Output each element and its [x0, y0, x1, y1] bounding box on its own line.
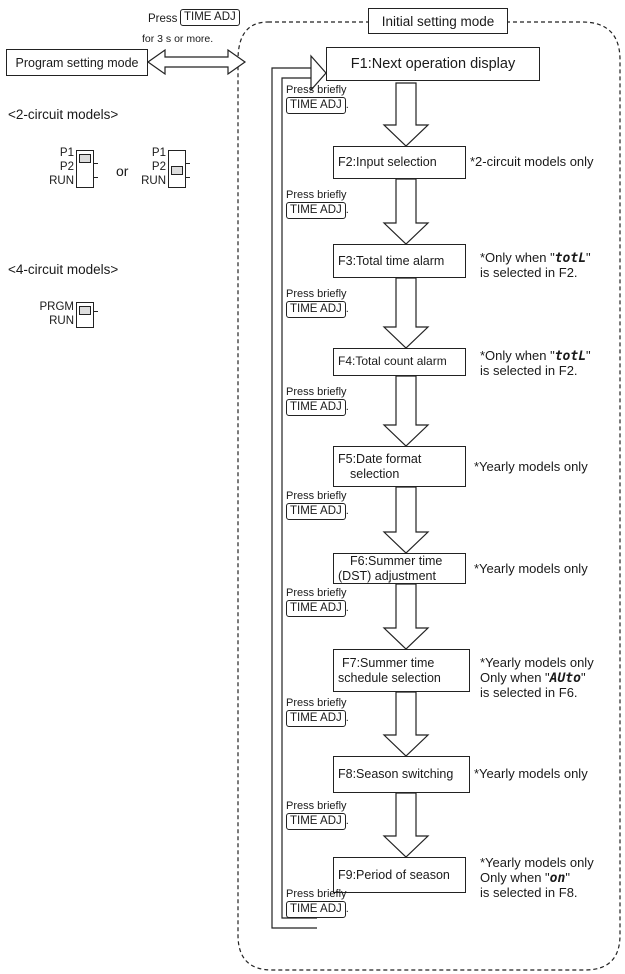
step-f5: F5:Date format selection — [333, 446, 466, 487]
note-f6: *Yearly models only — [474, 561, 588, 576]
step-f6: F6:Summer time (DST) adjustment — [333, 553, 466, 584]
four-circuit-title: <4-circuit models> — [8, 262, 119, 277]
lcd-text: on — [549, 871, 566, 886]
press-briefly-1: Press briefly TIME ADJ. — [286, 84, 349, 115]
or-label: or — [116, 163, 129, 179]
step-f8: F8:Season switching — [333, 756, 470, 793]
step-f7: F7:Summer time schedule selection — [333, 649, 470, 692]
lcd-text: AUto — [549, 671, 581, 686]
double-arrow — [146, 48, 247, 76]
program-setting-mode-box: Program setting mode — [6, 49, 148, 76]
lcd-text: totL — [554, 251, 587, 266]
step-f1: F1:Next operation display — [326, 47, 540, 81]
note-f7-line2: Only when "AUto" — [480, 670, 586, 686]
press-briefly-5: Press briefly TIME ADJ. — [286, 490, 349, 521]
press-briefly-8: Press briefly TIME ADJ. — [286, 800, 349, 831]
time-adj-key: TIME ADJ — [286, 813, 346, 831]
down-arrows — [382, 82, 430, 858]
lcd-text: totL — [554, 349, 587, 364]
time-adj-key: TIME ADJ — [286, 710, 346, 728]
time-adj-key: TIME ADJ — [286, 901, 346, 919]
initial-mode-region — [237, 21, 621, 971]
note-f2: *2-circuit models only — [470, 154, 594, 169]
note-f9-line2: Only when "on" — [480, 870, 570, 886]
press-briefly-7: Press briefly TIME ADJ. — [286, 697, 349, 728]
note-f9: *Yearly models only — [480, 855, 594, 870]
initial-setting-mode-box: Initial setting mode — [368, 8, 508, 34]
duration-note: for 3 s or more. — [142, 33, 214, 45]
step-f9: F9:Period of season — [333, 857, 466, 893]
step-f4: F4:Total count alarm — [333, 348, 466, 376]
time-adj-key: TIME ADJ — [286, 503, 346, 521]
two-circuit-title: <2-circuit models> — [8, 107, 119, 122]
press-briefly-9: Press briefly TIME ADJ. — [286, 888, 349, 919]
note-f4-line2: is selected in F2. — [480, 363, 578, 378]
time-adj-key: TIME ADJ — [286, 600, 346, 618]
note-f5: *Yearly models only — [474, 459, 588, 474]
note-f3-line2: is selected in F2. — [480, 265, 578, 280]
note-f7: *Yearly models only — [480, 655, 594, 670]
note-f8: *Yearly models only — [474, 766, 588, 781]
time-adj-key-header: TIME ADJ — [180, 9, 240, 26]
time-adj-key: TIME ADJ — [286, 97, 346, 115]
press-briefly-6: Press briefly TIME ADJ. — [286, 587, 349, 618]
time-adj-key: TIME ADJ — [286, 399, 346, 417]
note-f3: *Only when "totL" — [480, 250, 591, 266]
note-f9-line3: is selected in F8. — [480, 885, 578, 900]
press-label: Press — [148, 13, 178, 25]
time-adj-key: TIME ADJ — [286, 301, 346, 319]
note-f4: *Only when "totL" — [480, 348, 591, 364]
press-briefly-3: Press briefly TIME ADJ. — [286, 288, 349, 319]
step-f3: F3:Total time alarm — [333, 244, 466, 278]
press-briefly-2: Press briefly TIME ADJ. — [286, 189, 349, 220]
step-f2: F2:Input selection — [333, 146, 466, 179]
time-adj-key: TIME ADJ — [286, 202, 346, 220]
press-briefly-4: Press briefly TIME ADJ. — [286, 386, 349, 417]
note-f7-line3: is selected in F6. — [480, 685, 578, 700]
